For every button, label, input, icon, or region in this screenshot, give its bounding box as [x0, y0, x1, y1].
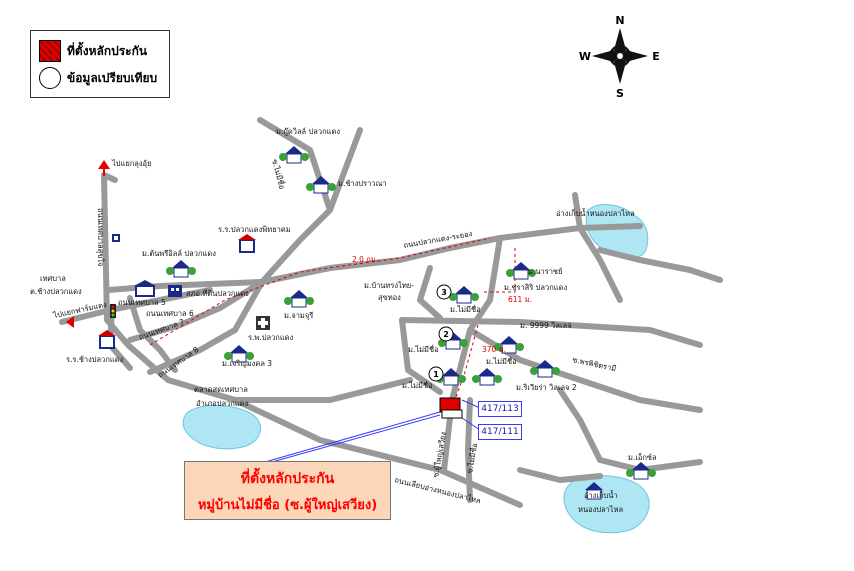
comparison-circle-icon: [39, 67, 61, 89]
collateral-site-marker: [439, 397, 463, 419]
label-riviera: ม.ริเวียร่า วิลเลจ 2: [516, 383, 577, 392]
label-prapichit: ซ.พรพิชิตรามี: [572, 355, 617, 373]
collateral-swatch-icon: [39, 40, 61, 62]
label-reservoir-top: อ่างเก็บน้ำหนองปลาไหล: [556, 208, 635, 218]
label-municipality: เทศบาล: [40, 274, 66, 283]
label-charoenmongkol: ม.เจริญมงคล 3: [222, 359, 272, 368]
police-icon: [168, 285, 182, 297]
compass-w: W: [579, 50, 591, 63]
distance-route-611: [482, 248, 516, 293]
label-tonkrit: ม.ต้นพรีอิลล์ ปลวกแดง: [142, 249, 216, 258]
legend-compare-label: ข้อมูลเปรียบเทียบ: [67, 70, 158, 85]
legend-site-row: ที่ตั้งหลักประกัน: [39, 40, 147, 62]
comparison-marker-1: 1: [428, 366, 444, 382]
label-excel: ม.เอ็กซ์ล: [628, 452, 657, 462]
label-road5: ถนนเทศบาล 5: [118, 298, 166, 307]
label-to-junction: ไปแยกลุงอุ้ย: [111, 159, 151, 168]
arrow-left-icon: [66, 316, 74, 328]
svg-text:3: 3: [441, 288, 447, 297]
school-icon: [238, 234, 256, 253]
label-distance-611: 611 ม.: [508, 295, 532, 304]
plot-connector-lines: [461, 399, 481, 431]
label-jamjuri: ม.จามจุรี: [284, 311, 313, 320]
callout-title: ที่ตั้งหลักประกัน: [240, 471, 335, 487]
arrow-up-icon: [98, 160, 110, 176]
label-district-office: อำเภอปลวกแดง: [196, 399, 249, 408]
svg-text:1: 1: [433, 370, 439, 379]
label-market: ตลาดสดเทศบาล: [194, 385, 248, 394]
government-office-icon: [134, 280, 156, 297]
plot-number-1: 417/113: [481, 404, 519, 414]
temple-school-icon: [98, 330, 116, 349]
comparison-marker-3: 3: [436, 284, 452, 300]
road-network: [59, 117, 723, 508]
label-no-name-2: ม.ไม่มีชื่อ: [408, 344, 439, 354]
hospital-icon: [256, 316, 270, 330]
lake-top-right: [585, 203, 649, 259]
label-reservoir-bottom-2: หนองปลาไหล: [578, 505, 623, 514]
compass-n: N: [615, 14, 624, 27]
compass-e: E: [652, 50, 660, 63]
plot-number-box: 417/113: [478, 401, 522, 417]
compass-s: S: [616, 87, 624, 100]
label-road6: ถนนเทศบาล 6: [146, 309, 194, 318]
label-school: ร.ร.ปลวกแดงพิทยาคม: [218, 225, 291, 234]
label-no-name-3: ม.ไม่มีชื่อ: [450, 304, 481, 314]
map-legend: ที่ตั้งหลักประกัน ข้อมูลเปรียบเทียบ: [30, 30, 170, 98]
plot-number-2: 417/111: [481, 427, 519, 437]
distance-route-370: [454, 324, 479, 401]
label-changprawana: ม.ช้างปราวณา: [338, 179, 387, 188]
label-distance-2km: 2.0 กม.: [352, 255, 378, 264]
callout-subtitle: หมู่บ้านไม่มีชื่อ (ซ.ผู้ใหญ่เสวียง): [197, 498, 378, 513]
house-icons: [166, 146, 656, 500]
label-charasiri: ม.ชราสิริ ปลวกแดง: [504, 283, 567, 292]
label-narat: ม.นาราชย์: [528, 267, 562, 276]
label-goodwill: ม.กู๊ดวิลล์ ปลวกแดง: [276, 127, 340, 136]
label-distance-370: 370 ม.: [482, 345, 506, 354]
building-icons: [98, 234, 270, 349]
label-sukthong: สุขทอง: [378, 293, 401, 302]
fuel-station-icon: [112, 234, 120, 242]
label-hospital: ร.พ.ปลวกแดง: [248, 333, 294, 342]
label-v9999: ม. 9999 วิลเลจ: [520, 321, 572, 330]
lake-bottom-left: [182, 404, 261, 450]
label-village-thai: ม.บ้านทรงไทย-: [364, 281, 414, 290]
label-reservoir-bottom-1: อ่างเก็บน้ำ: [584, 490, 618, 500]
label-no-name-1: ม.ไม่มีชื่อ: [402, 380, 433, 390]
svg-text:2: 2: [443, 330, 449, 339]
label-police: สภอ.ที่ดินปลวกแดง: [186, 288, 249, 298]
legend-site-label: ที่ตั้งหลักประกัน: [67, 43, 148, 58]
label-pluakdaeng-station: ต.ช้างปลวกแดง: [30, 287, 82, 296]
comparison-marker-2: 2: [438, 326, 454, 342]
label-no-name-2b: ม.ไม่มีชื่อ: [486, 356, 517, 366]
site-callout: ที่ตั้งหลักประกัน หมู่บ้านไม่มีชื่อ (ซ.ผ…: [184, 461, 391, 520]
compass-rose-icon: [592, 28, 648, 84]
traffic-light-icon: [110, 304, 116, 318]
label-sukjai-road: ถนนเทศบาลสุขใจ: [96, 208, 105, 266]
legend-compare-row: ข้อมูลเปรียบเทียบ: [39, 67, 157, 89]
plot-number-box: 417/111: [478, 424, 522, 440]
callout-pointer-lines: [264, 411, 441, 463]
label-temple-school: ร.ร.ช้างปลวกแดง: [66, 355, 124, 364]
label-mai-mi-chue-top: ซ.ไม่มีชื่อ: [270, 158, 288, 190]
